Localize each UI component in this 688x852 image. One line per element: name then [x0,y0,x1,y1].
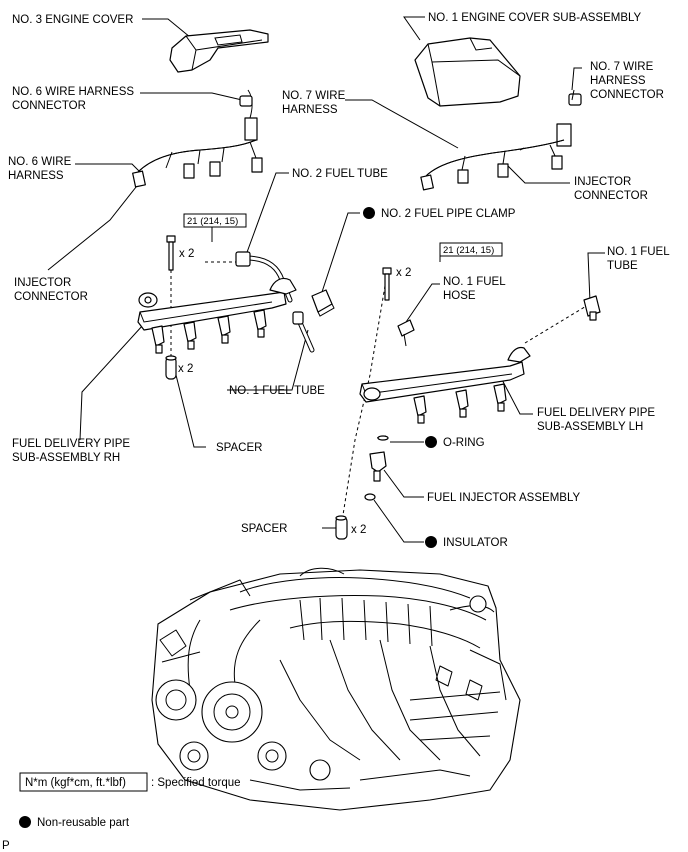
insulator [364,493,376,501]
no1-fuel-tube-left [292,311,315,353]
legend-torque-box [19,772,148,792]
label-no1-fuel-tube-left: NO. 1 FUEL TUBE [229,385,325,397]
label-no1-fuel-hose: NO. 1 FUEL HOSE [443,276,508,302]
rh-injectors [151,309,267,354]
non-reusable-mark-insulator [425,536,437,548]
right-bolt [382,267,392,301]
label-injector-connector-right: INJECTOR CONNECTOR [574,176,648,202]
quantity-marks: x 2 x 2 x 2 x 2 [178,248,411,536]
left-spacer [165,355,177,380]
svg-text:21 (214, 15): 21 (214, 15) [443,245,494,256]
label-no6-wire-harness: NO. 6 WIRE HARNESS [8,156,74,182]
no2-fuel-pipe-clamp [311,289,335,317]
qty-spacer-center: x 2 [351,524,366,536]
non-reusable-mark-clamp [363,207,375,219]
no6-wire-harness [132,89,263,188]
label-no7-wire-harness-connector: NO. 7 WIRE HARNESS CONNECTOR [590,61,664,101]
callout-labels: NO. 3 ENGINE COVER NO. 1 ENGINE COVER SU… [8,12,672,549]
label-fuel-delivery-pipe-rh: FUEL DELIVERY PIPE SUB-ASSEMBLY RH [12,438,133,464]
fuel-delivery-pipe-rh [137,277,297,354]
torque-spec-right: 21 (214, 15) [439,242,503,257]
no1-engine-cover [414,37,521,107]
label-fuel-injector-assembly: FUEL INJECTOR ASSEMBLY [427,492,580,504]
label-no1-fuel-tube-right: NO. 1 FUEL TUBE [607,246,672,272]
legend-torque-units: N*m (kgf*cm, ft.*lbf) [25,777,126,789]
leader-lines [47,16,605,543]
legend-non-reusable-text: Non-reusable part [37,817,130,829]
lh-injectors [413,383,507,424]
label-no3-engine-cover: NO. 3 ENGINE COVER [12,14,133,26]
label-o-ring: O-RING [443,437,485,449]
legend: N*m (kgf*cm, ft.*lbf) : Specified torque… [19,772,241,829]
left-bolt [166,235,176,271]
legend-non-reusable-icon [19,816,31,828]
center-spacer [335,515,348,540]
label-insulator: INSULATOR [443,537,508,549]
no7-wire-harness [420,89,582,191]
qty-bolt-right: x 2 [396,267,411,279]
no1-fuel-hose [397,319,415,347]
label-injector-connector-left: INJECTOR CONNECTOR [14,277,88,303]
legend-torque-desc: : Specified torque [151,777,241,789]
qty-bolt-left: x 2 [179,248,194,260]
corner-mark: P [2,840,10,852]
label-no1-engine-cover: NO. 1 ENGINE COVER SUB-ASSEMBLY [428,12,642,24]
engine-illustration [151,567,521,811]
label-no6-wire-harness-connector: NO. 6 WIRE HARNESS CONNECTOR [12,86,137,112]
no3-engine-cover [169,29,269,73]
no1-fuel-tube-right [583,295,601,321]
label-spacer-center: SPACER [241,523,287,535]
label-no2-fuel-pipe-clamp: NO. 2 FUEL PIPE CLAMP [381,208,516,220]
label-no2-fuel-tube: NO. 2 FUEL TUBE [292,168,388,180]
fuel-delivery-pipe-lh [359,346,531,424]
non-reusable-mark-o-ring [425,436,437,448]
torque-spec-left: 21 (214, 15) [183,213,247,228]
label-no7-wire-harness: NO. 7 WIRE HARNESS [282,90,348,116]
label-fuel-delivery-pipe-lh: FUEL DELIVERY PIPE SUB-ASSEMBLY LH [537,407,658,433]
qty-spacer-left: x 2 [178,363,193,375]
o-ring [377,435,389,441]
label-spacer-left: SPACER [216,442,262,454]
fuel-injector [369,451,387,482]
svg-text:21 (214, 15): 21 (214, 15) [187,216,238,227]
